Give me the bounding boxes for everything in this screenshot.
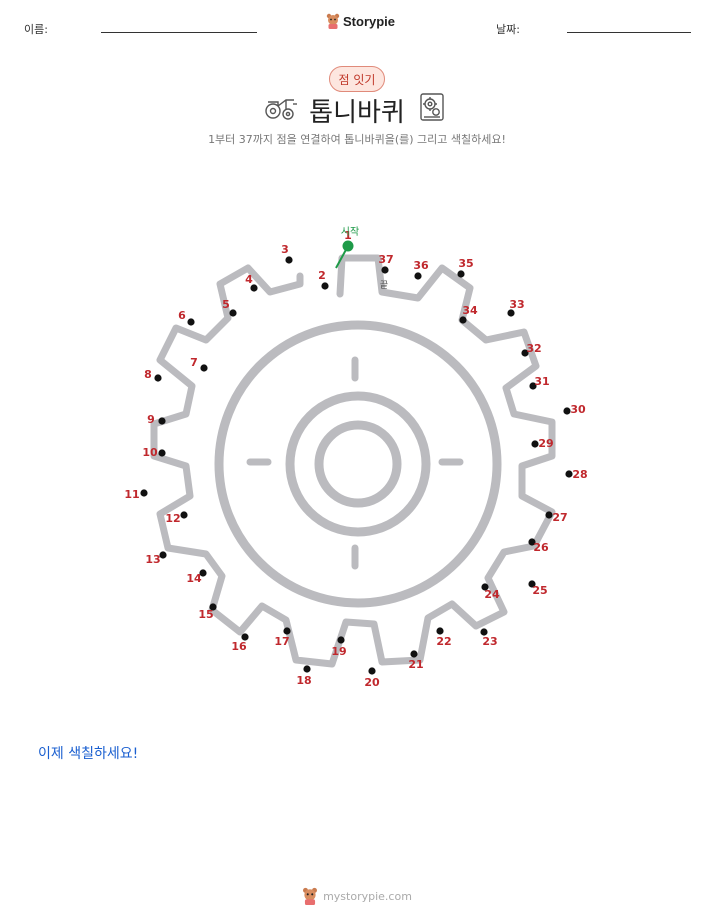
dot-21[interactable] [410, 650, 418, 658]
brand-logo: Storypie [326, 13, 395, 29]
instructions-subtitle: 1부터 37까지 점을 연결하여 톱니바퀴을(를) 그리고 색칠하세요! [208, 133, 506, 146]
dot-7[interactable] [200, 364, 208, 372]
end-label: 끝 [380, 280, 388, 291]
dot-number-27: 27 [552, 511, 567, 524]
name-label: 이름: [24, 23, 48, 36]
gear-axle-ring [314, 420, 402, 508]
dot-number-17: 17 [274, 635, 289, 648]
dot-12[interactable] [180, 511, 188, 519]
gear-hub-ring [285, 391, 431, 537]
dot-number-16: 16 [231, 640, 247, 653]
dot-number-21: 21 [408, 658, 423, 671]
dot-36[interactable] [414, 272, 422, 280]
gear-inner-ring [214, 320, 502, 608]
dot-27[interactable] [545, 511, 553, 519]
date-field-line[interactable] [567, 32, 691, 33]
dot-8[interactable] [154, 374, 162, 382]
machine-icon [265, 99, 297, 120]
dot-number-35: 35 [458, 257, 473, 270]
dot-number-5: 5 [222, 298, 230, 311]
dot-29[interactable] [531, 440, 539, 448]
gear-box-icon [420, 93, 444, 121]
dot-18[interactable] [303, 665, 311, 673]
dot-23[interactable] [480, 628, 488, 636]
dot-number-3: 3 [281, 243, 289, 256]
dot-number-31: 31 [534, 375, 549, 388]
dot-33[interactable] [507, 309, 515, 317]
dot-number-12: 12 [165, 512, 180, 525]
dot-number-34: 34 [462, 304, 478, 317]
dot-number-28: 28 [572, 468, 587, 481]
dot-number-37: 37 [378, 253, 393, 266]
dot-13[interactable] [159, 551, 167, 559]
dot-26[interactable] [528, 538, 536, 546]
dot-number-9: 9 [147, 413, 155, 426]
dot-number-4: 4 [245, 273, 253, 286]
dot-16[interactable] [241, 633, 249, 641]
page-title: 톱니바퀴 [309, 98, 405, 128]
dot-number-30: 30 [570, 403, 586, 416]
dot-number-8: 8 [144, 368, 152, 381]
dot-number-15: 15 [198, 608, 213, 621]
dot-number-13: 13 [145, 553, 160, 566]
dot-number-6: 6 [178, 309, 186, 322]
dot-25[interactable] [528, 580, 536, 588]
dot-24[interactable] [481, 583, 489, 591]
dot-4[interactable] [250, 284, 258, 292]
dot-31[interactable] [529, 382, 537, 390]
dot-5[interactable] [229, 309, 237, 317]
dot-number-29: 29 [538, 437, 553, 450]
dot-30[interactable] [563, 407, 571, 415]
dot-28[interactable] [565, 470, 573, 478]
dot-number-23: 23 [482, 635, 497, 648]
dot-number-2: 2 [318, 269, 326, 282]
date-label: 날짜: [496, 23, 520, 36]
start-hint-line [335, 245, 349, 269]
dot-number-26: 26 [533, 541, 549, 554]
dot-11[interactable] [140, 489, 148, 497]
dot-number-11: 11 [124, 488, 139, 501]
start-label: 시작 [341, 226, 359, 238]
bear-icon [326, 13, 340, 29]
dot-15[interactable] [209, 603, 217, 611]
dot-17[interactable] [283, 627, 291, 635]
dot-number-7: 7 [190, 356, 198, 369]
dot-number-33: 33 [509, 298, 524, 311]
dot-14[interactable] [199, 569, 207, 577]
color-instruction: 이제 색칠하세요! [38, 746, 139, 762]
activity-badge: 점 잇기 [329, 66, 385, 92]
footer-url[interactable]: mystorypie.com [323, 889, 412, 903]
dot-19[interactable] [337, 636, 345, 644]
dot-number-14: 14 [186, 572, 202, 585]
dot-34[interactable] [459, 316, 467, 324]
dot-20[interactable] [368, 667, 376, 675]
dot-number-25: 25 [532, 584, 547, 597]
dot-37[interactable] [381, 266, 389, 274]
bear-icon [303, 887, 318, 905]
dot-number-19: 19 [331, 645, 346, 658]
dot-32[interactable] [521, 349, 529, 357]
dot-number-32: 32 [526, 342, 541, 355]
dot-10[interactable] [158, 449, 166, 457]
gear-outline [150, 254, 556, 668]
dot-35[interactable] [457, 270, 465, 278]
dot-number-1: 1 [344, 229, 352, 242]
dot-number-20: 20 [364, 676, 380, 689]
brand-name: Storypie [343, 13, 396, 29]
dot-number-18: 18 [296, 674, 311, 687]
footer: mystorypie.com [0, 887, 714, 905]
dot-number-22: 22 [436, 635, 451, 648]
dot-number-10: 10 [142, 446, 158, 459]
dot-number-36: 36 [413, 259, 429, 272]
dot-number-24: 24 [484, 588, 500, 601]
dot-6[interactable] [187, 318, 195, 326]
dot-3[interactable] [285, 256, 293, 264]
name-field-line[interactable] [101, 32, 257, 33]
dot-22[interactable] [436, 627, 444, 635]
dot-2[interactable] [321, 282, 329, 290]
dot-9[interactable] [158, 417, 166, 425]
